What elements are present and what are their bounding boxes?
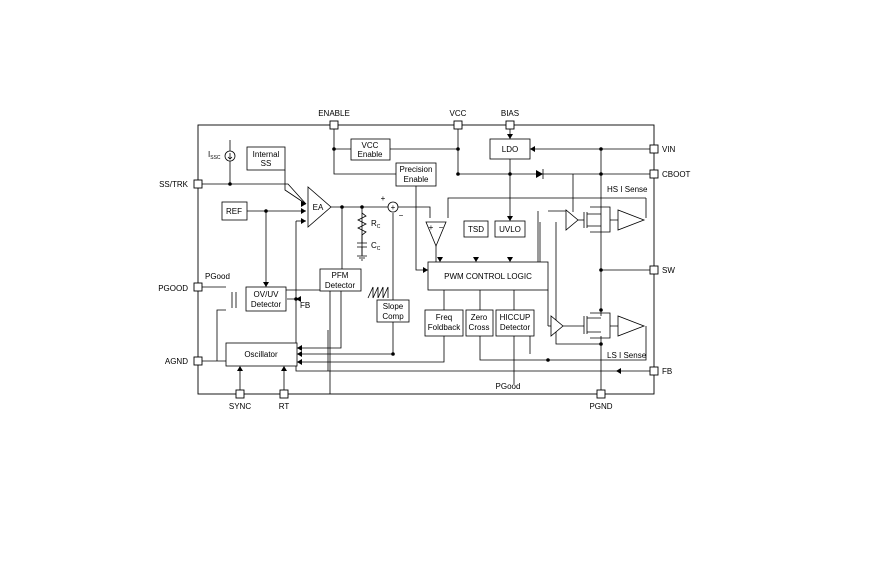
block-pfm-detector (319, 268, 362, 292)
block-internal-ss-line2: SS (261, 159, 272, 168)
block-ldo-label: LDO (502, 145, 518, 154)
pin-vin (649, 144, 659, 154)
block-pfm-detector-line1: PFM (332, 271, 349, 280)
rc-label: RC (371, 219, 381, 230)
pin-cboot (649, 169, 659, 179)
pin-cboot-label: CBOOT (662, 170, 691, 179)
pin-vcc-label: VCC (450, 109, 467, 118)
pin-pgnd-label: PGND (589, 402, 612, 411)
block-ovuv-detector (245, 286, 287, 312)
pin-vcc (453, 120, 463, 130)
summer-symbol: + (391, 203, 396, 212)
block-vcc-enable (350, 138, 391, 161)
block-freq-foldback (424, 309, 464, 337)
block-hiccup-detector (495, 309, 535, 337)
pin-sw (649, 265, 659, 275)
hs-sense-amp-icon (617, 209, 646, 231)
pin-bias (505, 120, 515, 130)
hs-sense-label: HS I Sense (607, 185, 648, 194)
block-slope-comp-line2: Comp (382, 312, 404, 321)
block-pwm-control-logic (427, 261, 549, 291)
block-ovuv-detector-line2: Detector (251, 300, 282, 309)
block-zero-cross (465, 309, 494, 337)
pin-agnd (193, 356, 203, 366)
ic-boundary (197, 124, 655, 395)
summer-icon (387, 201, 399, 213)
pin-ss-trk-label: SS/TRK (159, 180, 189, 189)
block-ref-label: REF (226, 207, 242, 216)
pin-sw-label: SW (662, 266, 675, 275)
block-precision-enable-line2: Enable (404, 175, 429, 184)
pin-sync (235, 389, 245, 399)
blocks: Internal SS VCC Enable LDO Precision Ena… (221, 138, 549, 367)
block-vcc-enable-line2: Enable (358, 150, 383, 159)
pin-enable (329, 120, 339, 130)
block-oscillator (225, 342, 298, 367)
ls-sense-label: LS I Sense (607, 351, 647, 360)
diode-icon (536, 170, 543, 178)
pgood-bottom-label: PGood (496, 382, 521, 391)
block-pfm-detector-line2: Detector (325, 281, 356, 290)
block-tsd (463, 220, 489, 238)
pin-fb (649, 366, 659, 376)
pin-rt (279, 389, 289, 399)
comparator-minus: − (439, 223, 444, 232)
pin-fb-label: FB (662, 367, 672, 376)
capacitor-cc-icon (357, 242, 367, 256)
block-tsd-label: TSD (468, 225, 484, 234)
block-slope-comp (376, 299, 410, 323)
block-internal-ss-line1: Internal (253, 150, 280, 159)
block-precision-enable-line1: Precision (400, 165, 433, 174)
pin-pgood (193, 282, 203, 292)
pins: ENABLE VCC BIAS VIN CBOOT SW FB PGND SS/… (158, 109, 690, 411)
pin-pgnd (596, 389, 606, 399)
pin-vin-label: VIN (662, 145, 676, 154)
block-freq-foldback-line1: Freq (436, 313, 452, 322)
pwm-comparator-icon (425, 221, 447, 248)
block-ovuv-detector-line1: OV/UV (254, 290, 280, 299)
block-ref (221, 201, 248, 221)
components: ISSC RC CC + + − + − HS I Sense (208, 140, 648, 361)
block-zero-cross-line1: Zero (471, 313, 488, 322)
ground-icon (357, 255, 367, 261)
block-hiccup-detector-line2: Detector (500, 323, 531, 332)
block-ea (307, 186, 332, 228)
block-freq-foldback-line2: Foldback (428, 323, 461, 332)
ls-driver-icon (550, 315, 564, 337)
pin-enable-label: ENABLE (318, 109, 350, 118)
arrowheads (237, 134, 621, 374)
pgood-internal-label: PGood (205, 272, 230, 281)
hs-driver-icon (565, 209, 579, 231)
issc-label: ISSC (208, 150, 221, 161)
block-vcc-enable-line1: VCC (362, 141, 379, 150)
ls-sense-amp-icon (617, 315, 646, 337)
sawtooth-icon (367, 286, 389, 299)
resistor-rc-icon (357, 212, 367, 243)
pin-agnd-label: AGND (165, 357, 188, 366)
summer-plus-label: + (381, 194, 386, 203)
pin-ss-trk (193, 179, 203, 189)
fb-internal-label: FB (300, 301, 310, 310)
hs-fet-icon (583, 212, 602, 232)
block-zero-cross-line2: Cross (469, 323, 490, 332)
block-uvlo-label: UVLO (499, 225, 521, 234)
summer-minus-label: − (399, 211, 404, 220)
cc-label: CC (371, 241, 381, 252)
block-slope-comp-line1: Slope (383, 302, 404, 311)
comparator-plus: + (429, 223, 434, 232)
pin-sync-label: SYNC (229, 402, 251, 411)
ls-fet-icon (583, 316, 601, 334)
block-pwm-control-logic-label: PWM CONTROL LOGIC (444, 272, 532, 281)
block-internal-ss (246, 146, 286, 171)
block-precision-enable (395, 162, 437, 187)
block-hiccup-detector-line1: HICCUP (500, 313, 531, 322)
pin-bias-label: BIAS (501, 109, 519, 118)
pin-rt-label: RT (279, 402, 290, 411)
block-ea-label: EA (313, 203, 324, 212)
block-oscillator-label: Oscillator (244, 350, 278, 359)
pin-pgood-label: PGOOD (158, 284, 188, 293)
